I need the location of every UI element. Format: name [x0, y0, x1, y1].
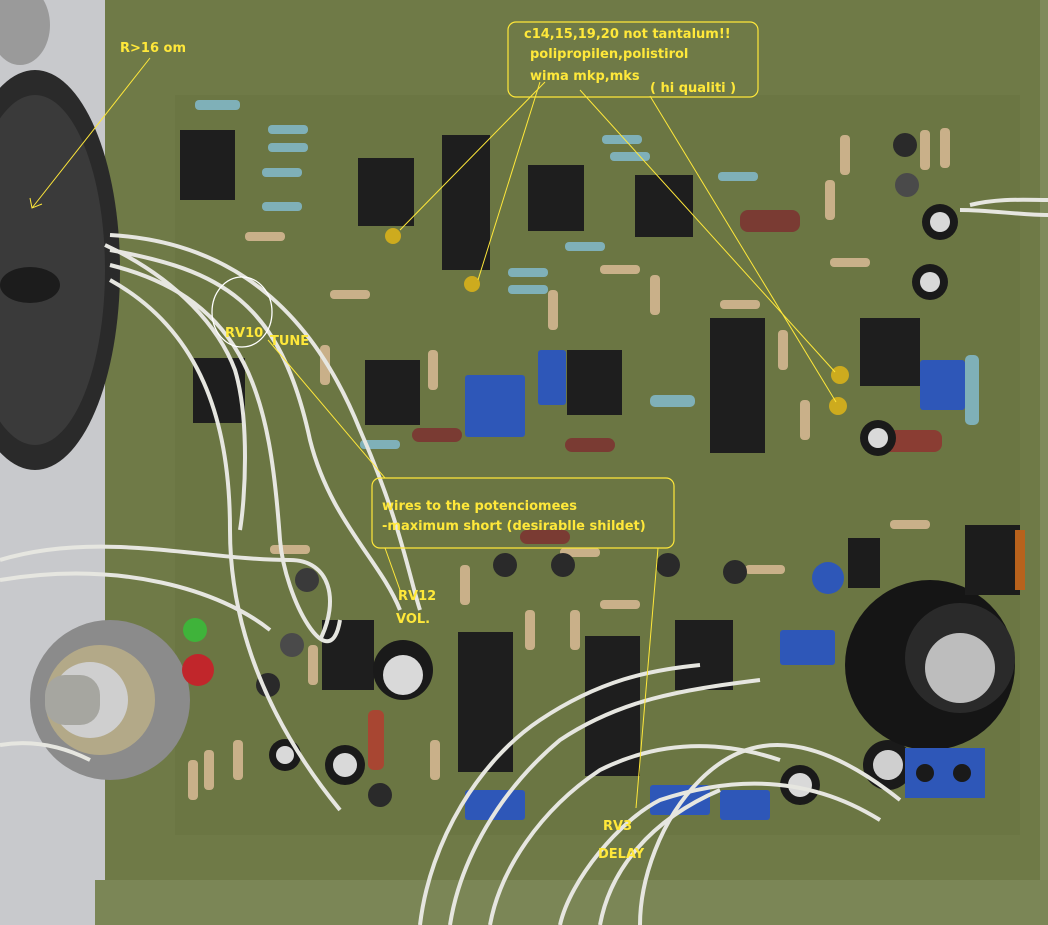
- regulator-tab: [1015, 530, 1025, 590]
- regulator-small: [848, 538, 880, 588]
- capacitor-note-line2: polipropilen,polistirol: [530, 47, 688, 62]
- green-led: [183, 618, 207, 642]
- pointer-c14: [399, 81, 546, 231]
- potentiometer: [30, 620, 190, 780]
- annotation-tune: TUNE: [270, 334, 309, 349]
- transistors: [256, 133, 919, 807]
- pointer-rv10: [267, 339, 386, 479]
- capacitor-note-line1: c14,15,19,20 not tantalum!!: [524, 27, 731, 42]
- regulator: [965, 525, 1020, 595]
- bead-capacitors: [385, 228, 849, 415]
- speaker: [0, 0, 120, 470]
- pointer-resistance: [31, 57, 151, 209]
- annotation-rv3: RV3: [603, 819, 632, 834]
- pointer-c15: [477, 81, 541, 281]
- wires-note-line2: -maximum short (desirablle shildet): [382, 519, 646, 534]
- annotations: R>16 om c14,15,19,20 not tantalum!! poli…: [29, 21, 837, 862]
- resistors-beige: [188, 128, 950, 800]
- annotation-rv10: RV10: [225, 326, 263, 341]
- terminal-screw-2: [953, 764, 971, 782]
- annotation-rv12: RV12: [398, 589, 436, 604]
- pointer-rv12: [384, 547, 401, 591]
- wires-note-box: [371, 477, 675, 549]
- rv10-highlight: [211, 276, 273, 348]
- capacitor-note-line3: wima mkp,mks: [530, 69, 640, 84]
- red-led: [182, 654, 214, 686]
- bottom-margin: [95, 880, 1048, 925]
- terminal-screw-1: [916, 764, 934, 782]
- resistors: [195, 100, 979, 449]
- pointer-c20: [649, 95, 837, 403]
- pointer-c19: [579, 89, 836, 373]
- electrolytic-capacitors: [269, 204, 1015, 805]
- pointer-rv3: [635, 547, 659, 809]
- annotation-resistance: R>16 om: [120, 41, 186, 56]
- annotation-vol: VOL.: [396, 612, 430, 627]
- capacitor-note-box: [507, 21, 759, 98]
- arrowhead-resistance: [29, 197, 43, 209]
- annotation-delay: DELAY: [598, 847, 645, 862]
- capacitor-note-line4: ( hi qualiti ): [650, 81, 736, 96]
- wires: [0, 197, 1048, 925]
- wires-note-line1: wires to the potenciomees: [382, 499, 577, 514]
